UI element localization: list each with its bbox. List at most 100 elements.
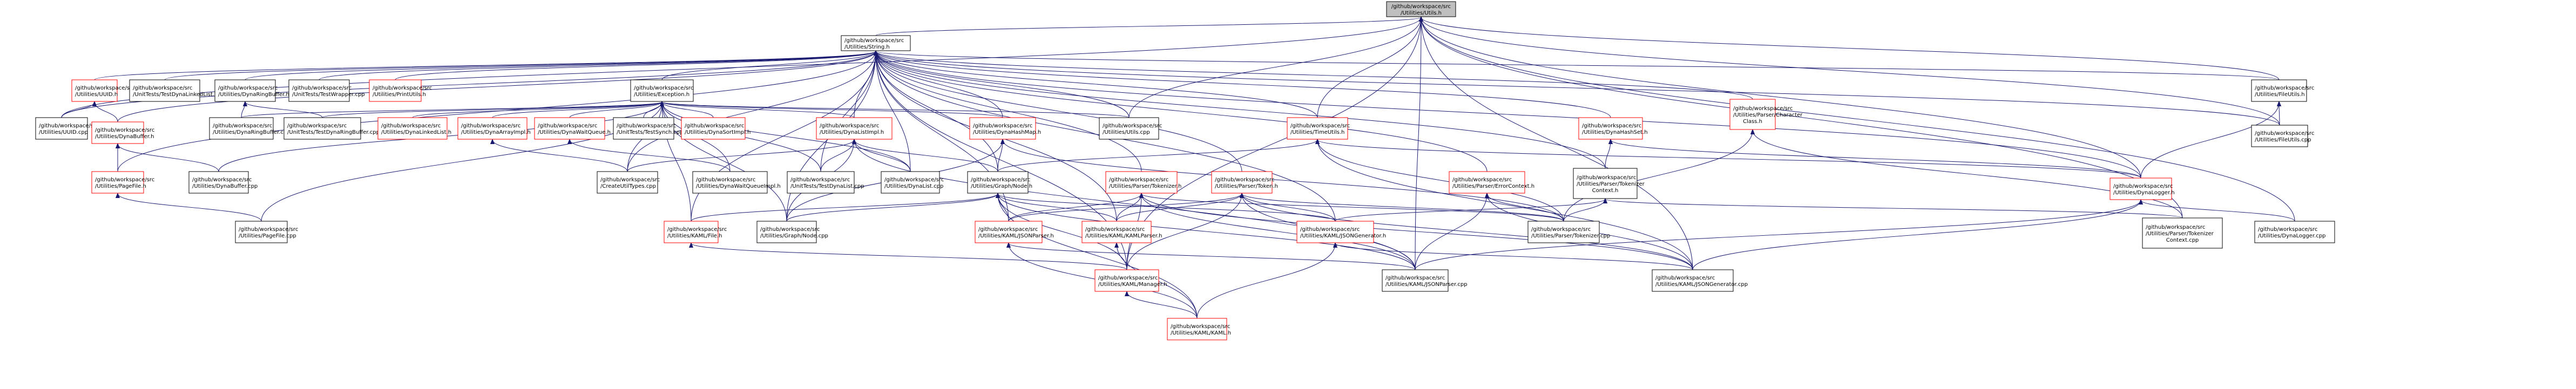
- node-box[interactable]: [91, 121, 144, 144]
- graph-node-token-h[interactable]: /github/workspace/src/Utilities/Parser/T…: [1211, 171, 1278, 194]
- node-box[interactable]: [2254, 221, 2335, 243]
- node-box[interactable]: [214, 79, 276, 102]
- node-box[interactable]: [1287, 117, 1348, 140]
- graph-node-dynaarrayimpl-h[interactable]: /github/workspace/src/Utilities/DynaArra…: [457, 117, 531, 140]
- node-box[interactable]: [967, 171, 1029, 194]
- graph-node-manager-h[interactable]: /github/workspace/src/Utilities/KAML/Man…: [1094, 269, 1167, 292]
- node-box[interactable]: [1099, 117, 1159, 140]
- node-box[interactable]: [129, 79, 200, 102]
- graph-node-test-dynalist[interactable]: /github/workspace/src/UnitTests/TestDyna…: [787, 171, 864, 194]
- graph-node-node-cpp[interactable]: /github/workspace/src/Utilities/Graph/No…: [756, 221, 828, 243]
- graph-node-dynalogger-h[interactable]: /github/workspace/src/Utilities/DynaLogg…: [2110, 178, 2175, 200]
- graph-node-dynalistimpl-h[interactable]: /github/workspace/src/Utilities/DynaList…: [816, 117, 893, 140]
- graph-node-test-dynalinkedlist[interactable]: /github/workspace/src/UnitTests/TestDyna…: [129, 79, 224, 102]
- graph-node-tokenizer-cpp[interactable]: /github/workspace/src/Utilities/Parser/T…: [1527, 221, 1610, 243]
- graph-node-dynawaitqueueimpl-h[interactable]: /github/workspace/src/Utilities/DynaWait…: [692, 171, 781, 194]
- graph-node-printutils-h[interactable]: /github/workspace/src/Utilities/PrintUti…: [369, 79, 432, 102]
- graph-node-dynahashset-h[interactable]: /github/workspace/src/Utilities/DynaHash…: [1578, 117, 1648, 140]
- graph-node-tokenizercontext-cpp[interactable]: /github/workspace/src/Utilities/Parser/T…: [2142, 217, 2223, 249]
- node-box[interactable]: [209, 117, 274, 140]
- graph-node-charclass-h[interactable]: /github/workspace/src/Utilities/Parser/C…: [1729, 99, 1803, 130]
- graph-node-fileutils-cpp[interactable]: /github/workspace/src/Utilities/FileUtil…: [2251, 125, 2314, 147]
- node-box[interactable]: [613, 117, 674, 140]
- node-box[interactable]: [2251, 79, 2307, 102]
- graph-node-uuid-h[interactable]: /github/workspace/src/Utilities/UUID.h: [71, 79, 134, 102]
- node-box[interactable]: [1382, 269, 1449, 292]
- graph-node-testsynch[interactable]: /github/workspace/src/UnitTests/TestSync…: [613, 117, 684, 140]
- graph-node-dynalogger-cpp[interactable]: /github/workspace/src/Utilities/DynaLogg…: [2254, 221, 2335, 243]
- node-box[interactable]: [377, 117, 448, 140]
- node-box[interactable]: [235, 221, 288, 243]
- graph-node-pagefile-cpp[interactable]: /github/workspace/src/Utilities/PageFile…: [235, 221, 298, 243]
- graph-node-jsonparser-h[interactable]: /github/workspace/src/Utilities/KAML/JSO…: [975, 221, 1054, 243]
- node-box[interactable]: [91, 171, 144, 194]
- node-box[interactable]: [1449, 171, 1525, 194]
- node-box[interactable]: [1527, 221, 1600, 243]
- graph-node-kaml-h[interactable]: /github/workspace/src/Utilities/KAML/KAM…: [1167, 318, 1231, 340]
- graph-node-tokenizercontext-h[interactable]: /github/workspace/src/Utilities/Parser/T…: [1573, 168, 1645, 199]
- graph-node-dynabuffer-cpp[interactable]: /github/workspace/src/Utilities/DynaBuff…: [188, 171, 258, 194]
- node-box[interactable]: [664, 221, 719, 243]
- graph-node-jsongenerator-cpp[interactable]: /github/workspace/src/Utilities/KAML/JSO…: [1652, 269, 1748, 292]
- node-box[interactable]: [369, 79, 422, 102]
- node-box[interactable]: [2110, 178, 2172, 200]
- node-box[interactable]: [457, 117, 528, 140]
- node-box[interactable]: [2251, 125, 2308, 147]
- node-box[interactable]: [787, 171, 855, 194]
- node-box[interactable]: [2142, 217, 2223, 249]
- node-box[interactable]: [1094, 269, 1159, 292]
- node-box[interactable]: [692, 171, 768, 194]
- graph-node-dynaringbuffer-cpp[interactable]: /github/workspace/src/Utilities/DynaRing…: [209, 117, 290, 140]
- node-box[interactable]: [188, 171, 249, 194]
- graph-node-jsonparser-cpp[interactable]: /github/workspace/src/Utilities/KAML/JSO…: [1382, 269, 1468, 292]
- node-box[interactable]: [283, 117, 361, 140]
- node-box[interactable]: [71, 79, 118, 102]
- node-box[interactable]: [1386, 1, 1456, 17]
- node-box[interactable]: [1081, 221, 1152, 243]
- graph-node-dynaringbuffer-h[interactable]: /github/workspace/src/Utilities/DynaRing…: [214, 79, 289, 102]
- graph-node-fileutils-h[interactable]: /github/workspace/src/Utilities/FileUtil…: [2251, 79, 2314, 102]
- node-box[interactable]: [1652, 269, 1734, 292]
- node-box[interactable]: [1211, 171, 1273, 194]
- node-box[interactable]: [816, 117, 893, 140]
- graph-node-kamlfile-h[interactable]: /github/workspace/src/Utilities/KAML/Fil…: [664, 221, 727, 243]
- node-box[interactable]: [597, 171, 658, 194]
- node-box[interactable]: [969, 117, 1036, 140]
- node-box[interactable]: [681, 117, 746, 140]
- graph-node-jsongenerator-h[interactable]: /github/workspace/src/Utilities/KAML/JSO…: [1296, 221, 1386, 243]
- graph-node-uuid-cpp[interactable]: /github/workspace/src/Utilities/UUID.cpp: [35, 117, 98, 140]
- graph-node-test-dynaringbuffer[interactable]: /github/workspace/src/UnitTests/TestDyna…: [283, 117, 380, 140]
- graph-node-kamlparser-h[interactable]: /github/workspace/src/Utilities/KAML/KAM…: [1081, 221, 1162, 243]
- node-box[interactable]: [1167, 318, 1227, 340]
- graph-node-string-h[interactable]: /github/workspace/src/Utilities/String.h: [841, 35, 911, 51]
- node-box[interactable]: [1573, 168, 1638, 199]
- graph-node-dynabuffer-h[interactable]: /github/workspace/src/Utilities/DynaBuff…: [91, 121, 154, 144]
- graph-node-dynahashmap-h[interactable]: /github/workspace/src/Utilities/DynaHash…: [969, 117, 1041, 140]
- graph-node-createutiltypes[interactable]: /github/workspace/src/CreateUtilTypes.cp…: [597, 171, 660, 194]
- node-box[interactable]: [756, 221, 817, 243]
- node-box[interactable]: [288, 79, 350, 102]
- graph-node-utils-h[interactable]: /github/workspace/src/Utilities/Utils.h: [1386, 1, 1456, 17]
- node-box[interactable]: [841, 35, 911, 51]
- graph-node-tokenizer-h[interactable]: /github/workspace/src/Utilities/Parser/T…: [1105, 171, 1181, 194]
- graph-node-errorcontext-h[interactable]: /github/workspace/src/Utilities/Parser/E…: [1449, 171, 1534, 194]
- node-box[interactable]: [975, 221, 1043, 243]
- node-box[interactable]: [534, 117, 605, 140]
- graph-node-exception-h[interactable]: /github/workspace/src/Utilities/Exceptio…: [630, 79, 694, 102]
- graph-node-timeutils-h[interactable]: /github/workspace/src/Utilities/TimeUtil…: [1287, 117, 1350, 140]
- node-box[interactable]: [1296, 221, 1374, 243]
- node-box[interactable]: [1105, 171, 1178, 194]
- node-box[interactable]: [630, 79, 694, 102]
- node-box[interactable]: [881, 171, 940, 194]
- node-box[interactable]: [1578, 117, 1643, 140]
- graph-node-node-h[interactable]: /github/workspace/src/Utilities/Graph/No…: [967, 171, 1032, 194]
- graph-node-dynasortimpl-h[interactable]: /github/workspace/src/Utilities/DynaSort…: [681, 117, 751, 140]
- graph-node-dynalist-cpp[interactable]: /github/workspace/src/Utilities/DynaList…: [881, 171, 944, 194]
- graph-node-dynalinkedlist-h[interactable]: /github/workspace/src/Utilities/DynaLink…: [377, 117, 451, 140]
- graph-node-pagefile-h[interactable]: /github/workspace/src/Utilities/PageFile…: [91, 171, 154, 194]
- node-box[interactable]: [1729, 99, 1776, 130]
- graph-node-utils-cpp[interactable]: /github/workspace/src/Utilities/Utils.cp…: [1099, 117, 1162, 140]
- graph-node-testwrapper[interactable]: /github/workspace/src/UnitTests/TestWrap…: [288, 79, 365, 102]
- node-box[interactable]: [35, 117, 88, 140]
- graph-node-dynawaitqueue-h[interactable]: /github/workspace/src/Utilities/DynaWait…: [534, 117, 611, 140]
